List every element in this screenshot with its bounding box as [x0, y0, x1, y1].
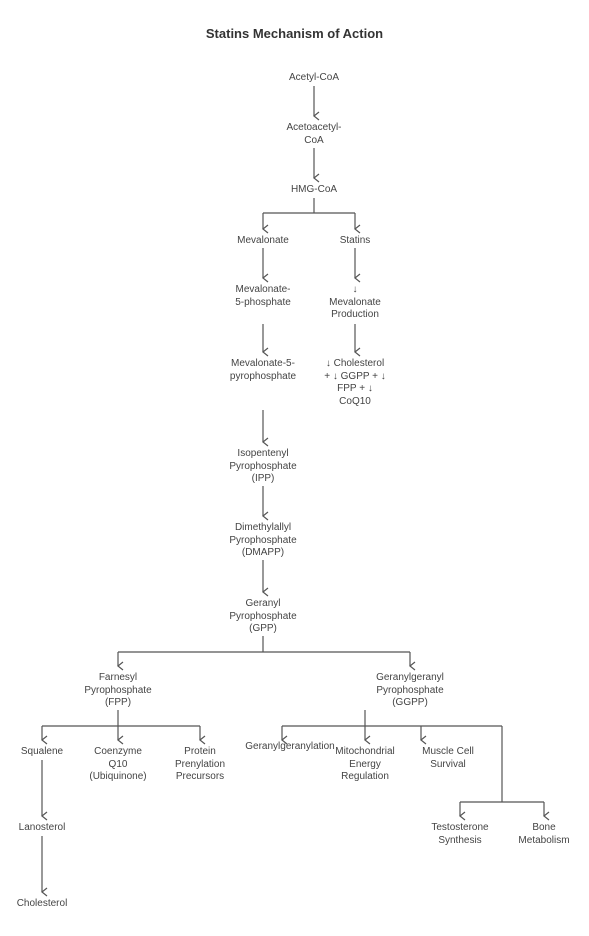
- node-mevalonate: Mevalonate: [203, 235, 323, 248]
- node-line: Pyrophosphate: [376, 684, 444, 696]
- node-line: CoA: [304, 134, 324, 146]
- node-line: ↓ Cholesterol: [325, 358, 385, 369]
- node-line: Mevalonate: [329, 296, 381, 308]
- node-line: Squalene: [20, 746, 64, 757]
- node-line: Pyrophosphate: [84, 684, 152, 696]
- node-line: Energy: [349, 758, 381, 770]
- node-hmg-coa: HMG-CoA: [254, 184, 374, 197]
- node-acetoacetyl-coa: Acetoacetyl-CoA: [254, 122, 374, 147]
- node-line: Precursors: [175, 771, 225, 782]
- node-line: Bone: [532, 822, 556, 833]
- node-line: CoQ10: [339, 395, 371, 407]
- node-line: Pyrophosphate: [229, 610, 297, 622]
- node-line: (FPP): [104, 697, 132, 708]
- node-squalene: Squalene: [0, 746, 102, 759]
- node-line: Pyrophosphate: [229, 460, 297, 472]
- node-mevalonate-5-pyrophosphate: Mevalonate-5-pyrophosphate: [203, 358, 323, 383]
- node-line: (GPP): [249, 623, 277, 634]
- node-lanosterol: Lanosterol: [0, 822, 102, 835]
- node-line: Acetoacetyl-: [286, 122, 342, 133]
- node-acetyl-coa: Acetyl-CoA: [254, 72, 374, 85]
- node-line: (Ubiquinone): [89, 771, 147, 782]
- node-line: Farnesyl: [98, 672, 138, 683]
- node-line: 5-phosphate: [235, 296, 291, 308]
- node-line: Coenzyme: [94, 746, 142, 757]
- node-geranylgeranylation: Geranylgeranylation: [230, 741, 350, 754]
- node-line: Production: [331, 309, 379, 320]
- node-line: HMG-CoA: [290, 184, 338, 195]
- node-line: Lanosterol: [18, 822, 66, 833]
- node-line: (IPP): [251, 473, 275, 484]
- node-line: Geranylgeranyl: [376, 672, 444, 683]
- node-line: Protein: [184, 746, 216, 757]
- node-line: ↓: [352, 284, 358, 295]
- node-line: Statins: [339, 235, 371, 246]
- node-line: Regulation: [341, 771, 389, 782]
- diagram-title: Statins Mechanism of Action: [205, 26, 384, 41]
- node-cholesterol: Cholesterol: [0, 898, 102, 911]
- node-line: Mevalonate-5-: [231, 358, 295, 369]
- node-line: (GGPP): [392, 697, 428, 708]
- node-statins: Statins: [295, 235, 415, 248]
- node-line: (DMAPP): [241, 547, 285, 558]
- node-line: pyrophosphate: [229, 370, 297, 382]
- node-line: Synthesis: [438, 834, 482, 846]
- node-line: Cholesterol: [16, 898, 68, 909]
- node-line: Q10: [108, 758, 128, 770]
- node-line: Geranylgeranylation: [245, 741, 335, 752]
- node-mevalonate-5-phosphate: Mevalonate-5-phosphate: [203, 284, 323, 309]
- node-line: Pyrophosphate: [229, 534, 297, 546]
- node-line: Mevalonate-: [235, 284, 291, 295]
- node-line: FPP + ↓: [337, 383, 373, 394]
- node-line: Prenylation: [174, 758, 226, 770]
- node-line: Muscle Cell: [422, 746, 474, 757]
- node-line: Geranyl: [245, 598, 281, 609]
- node-line: Acetyl-CoA: [288, 72, 339, 83]
- node-line: Mitochondrial: [335, 746, 395, 757]
- node-line: Dimethylallyl: [234, 522, 292, 533]
- node-line: Mevalonate: [237, 235, 289, 246]
- node-line: Metabolism: [518, 834, 570, 846]
- node-line: Isopentenyl: [237, 448, 289, 459]
- node-line: + ↓ GGPP + ↓: [324, 370, 386, 382]
- node-statin-effects: ↓ Cholesterol+ ↓ GGPP + ↓FPP + ↓CoQ10: [295, 358, 415, 408]
- node-line: Testosterone: [431, 822, 489, 833]
- node-line: Survival: [430, 758, 466, 770]
